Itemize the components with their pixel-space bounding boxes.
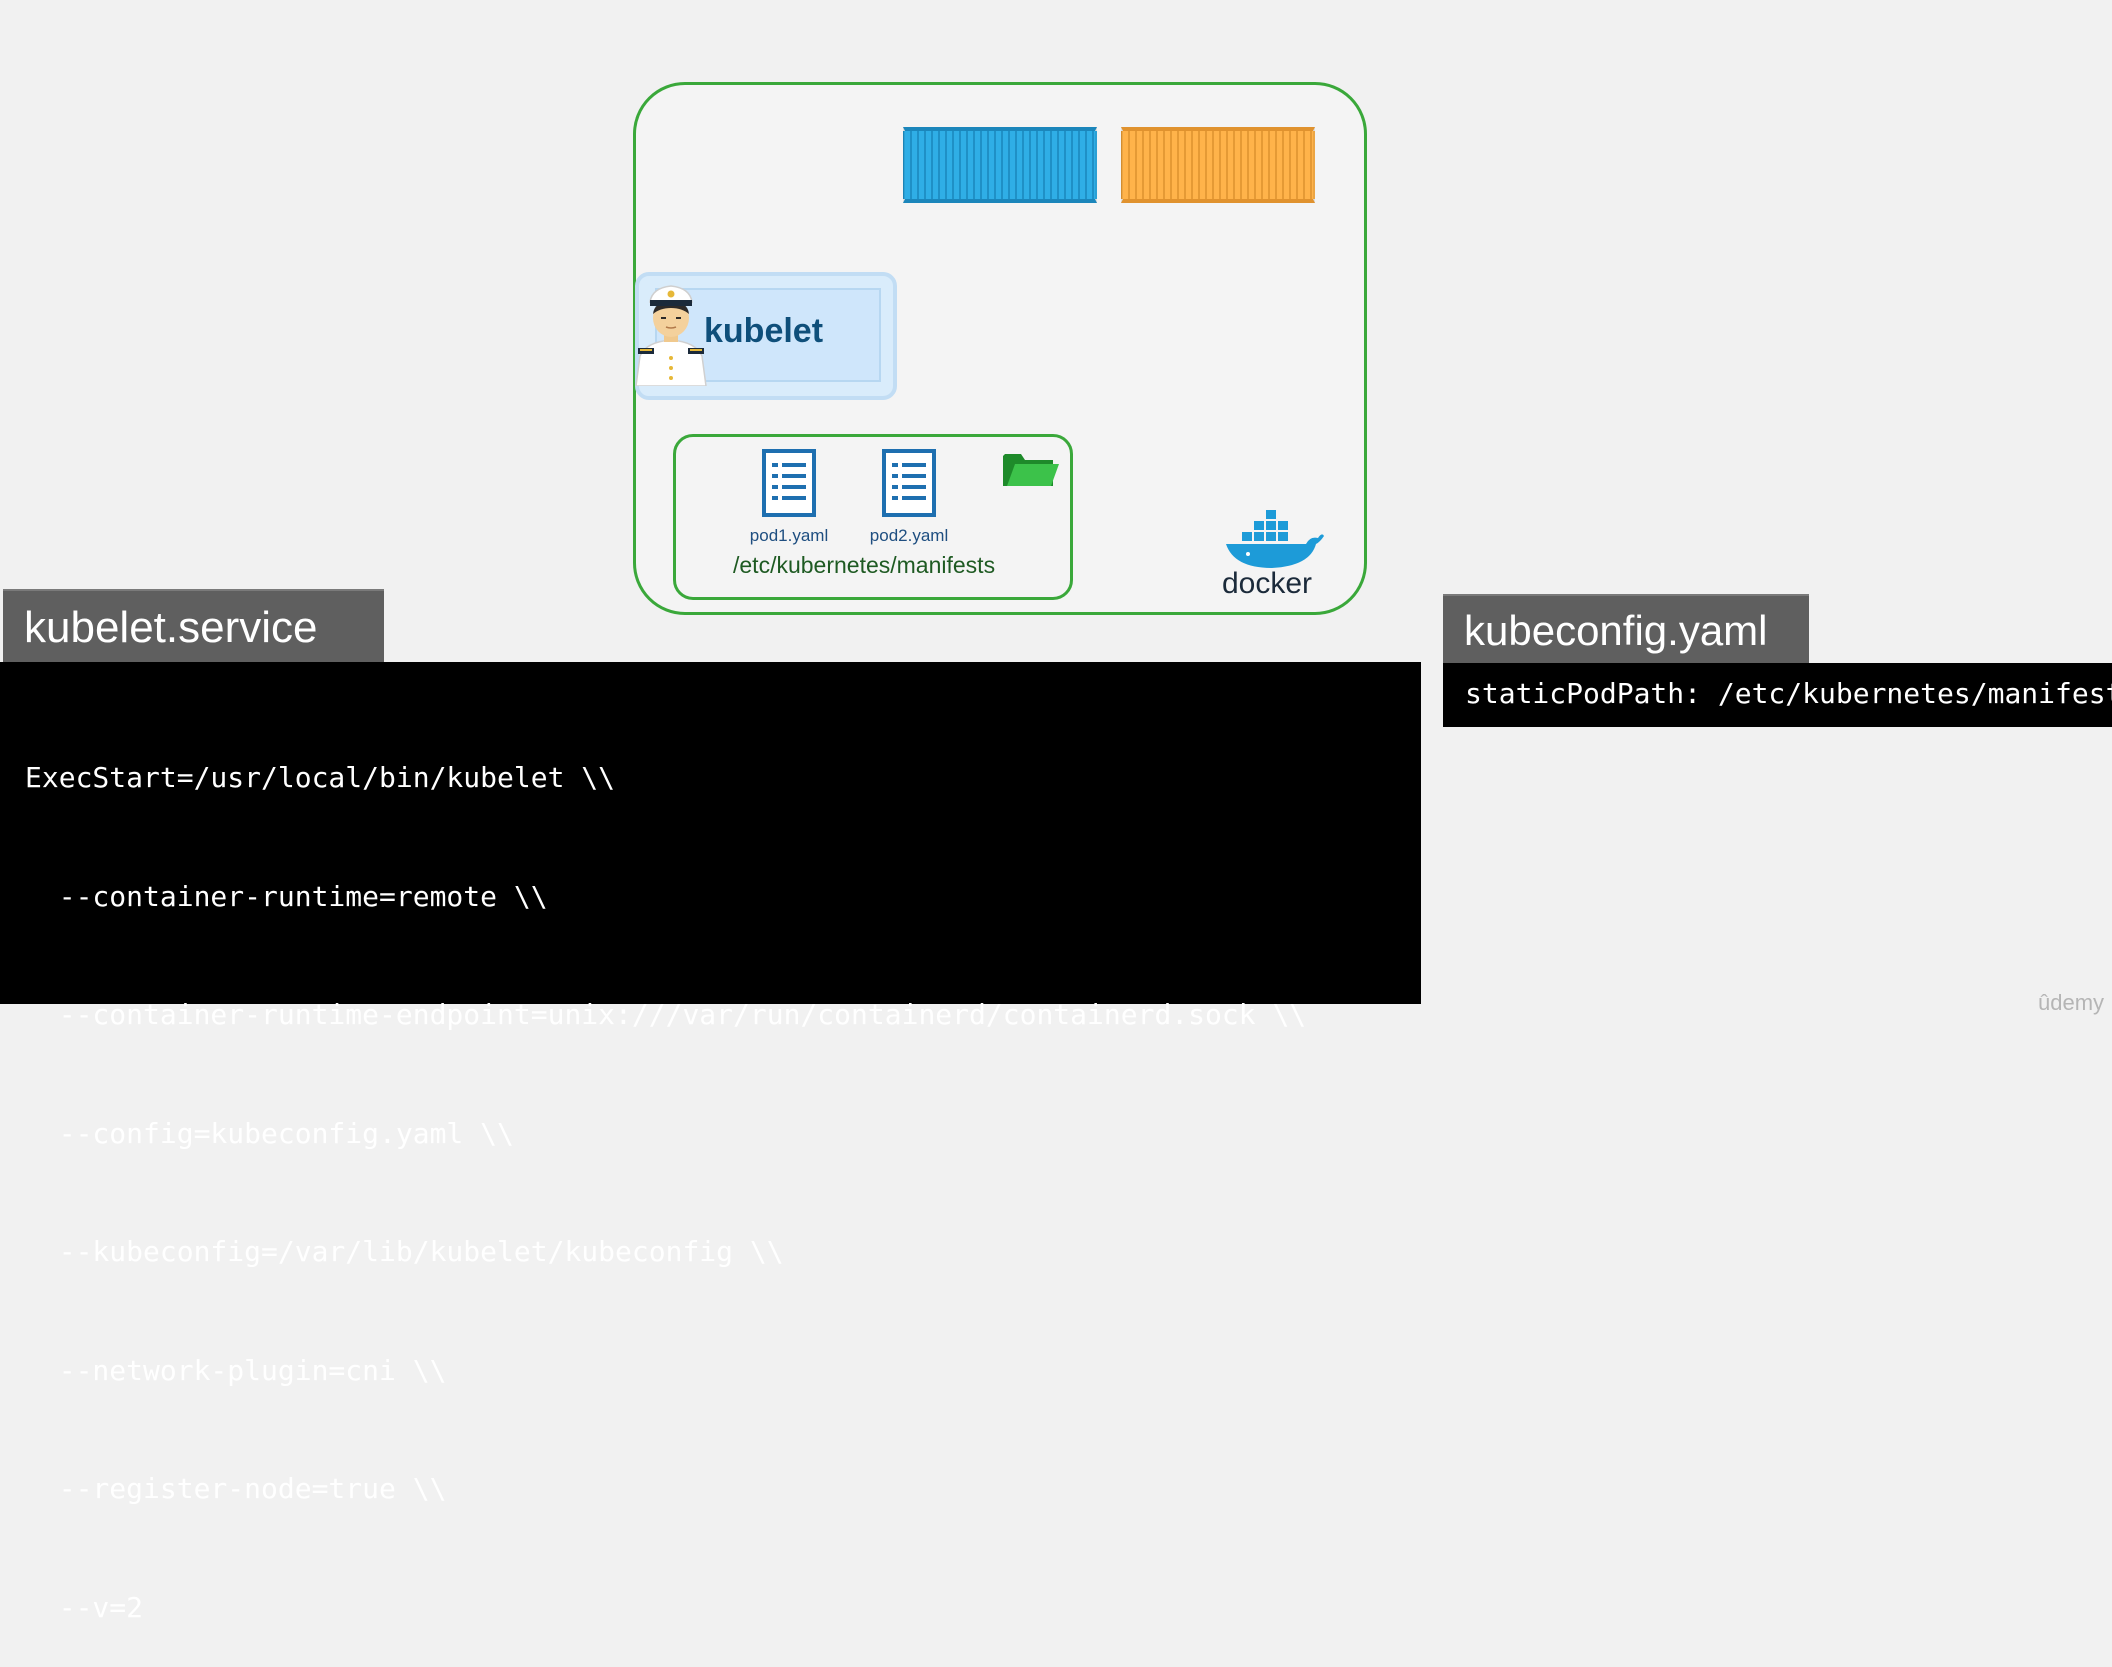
kubeconfig-title: kubeconfig.yaml bbox=[1464, 607, 1768, 654]
docker-label: docker bbox=[1222, 567, 1313, 600]
code-line: --v=2 bbox=[25, 1590, 144, 1624]
code-line: ExecStart=/usr/local/bin/kubelet \\ bbox=[25, 761, 616, 794]
code-line: staticPodPath: /etc/kubernetes/manifests bbox=[1465, 677, 2112, 710]
kubelet-service-code-lines: ExecStart=/usr/local/bin/kubelet \\ --co… bbox=[25, 679, 1306, 1667]
kubelet-service-title-bar bbox=[3, 589, 384, 663]
kubeconfig-title-bar bbox=[1443, 594, 1809, 664]
kubelet-service-title: kubelet.service bbox=[24, 603, 318, 652]
manifests-path-label: /etc/kubernetes/manifests bbox=[733, 552, 996, 578]
file-label-pod2: pod2.yaml bbox=[869, 526, 949, 545]
code-line: --kubeconfig=/var/lib/kubelet/kubeconfig… bbox=[25, 1235, 784, 1268]
code-line: --network-plugin=cni \\ bbox=[25, 1353, 447, 1387]
captain-icon bbox=[635, 285, 707, 386]
kubelet-label: kubelet bbox=[704, 312, 824, 350]
file-icon bbox=[762, 449, 816, 517]
docker-whale-icon bbox=[1226, 510, 1324, 568]
container-blue bbox=[903, 127, 1097, 203]
code-line: --container-runtime-endpoint=unix:///var… bbox=[25, 998, 1307, 1031]
code-line: --register-node=true \\ bbox=[25, 1472, 447, 1505]
folder-icon bbox=[1003, 454, 1059, 486]
file-icon bbox=[882, 449, 936, 517]
kubeconfig-code-block: staticPodPath: /etc/kubernetes/manifests bbox=[1443, 663, 2112, 727]
kubelet-service-code-block bbox=[0, 662, 1421, 1004]
container-orange bbox=[1121, 127, 1315, 203]
code-line: --config=kubeconfig.yaml \\ bbox=[25, 1116, 514, 1150]
code-line: --container-runtime=remote \\ bbox=[25, 879, 548, 913]
file-label-pod1: pod1.yaml bbox=[749, 526, 829, 545]
udemy-watermark: ûdemy bbox=[2038, 990, 2105, 1015]
